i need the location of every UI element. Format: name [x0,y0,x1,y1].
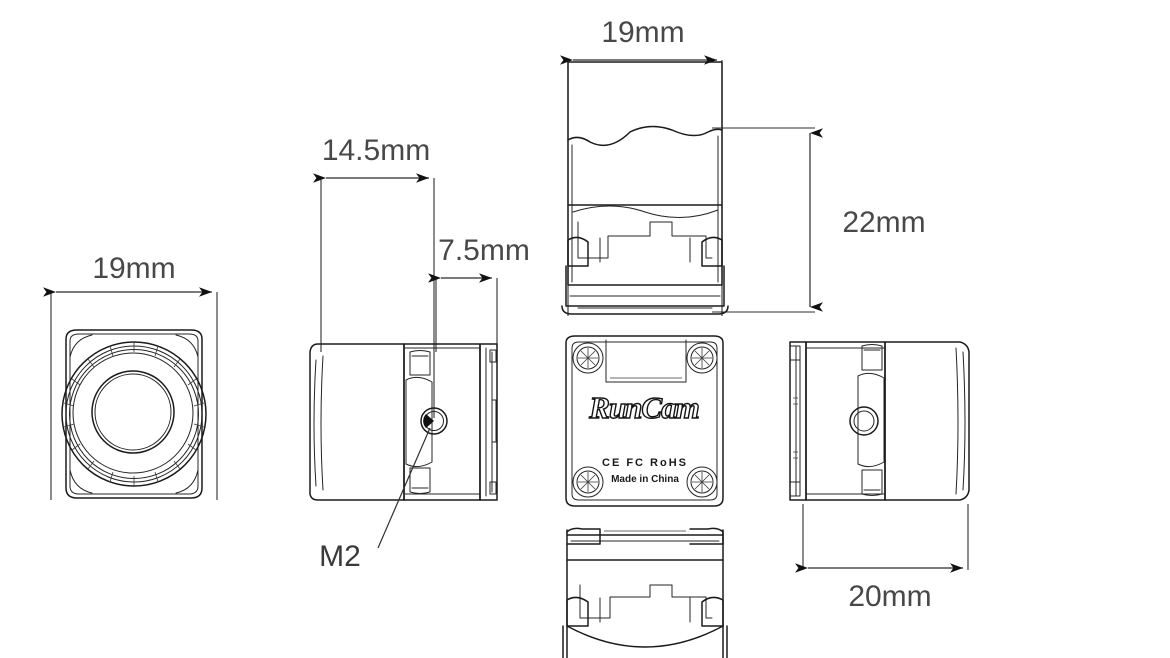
right-side-view: 20mm [789,341,970,613]
corner-screw-top-right [686,342,718,374]
corner-screw-bottom-left [572,466,604,498]
top-height-dimension: 22mm [712,127,926,313]
right-width-dimension: 20mm [795,504,969,613]
runcam-logo: RunCam [588,390,698,425]
top-width-dimension: 19mm [560,16,723,316]
top-body [561,61,729,315]
top-view: 19mm 22mm [560,16,926,316]
bezel-knurl [63,342,205,486]
corner-screw-top-left [572,342,604,374]
m2-label: M2 [319,540,361,573]
certification-marks: CE FC RoHS [602,457,688,469]
right-side-body [789,341,970,501]
bottom-view [562,527,728,658]
side-depth-label: 14.5mm [322,134,430,167]
top-height-label: 22mm [842,206,925,239]
side-offset-label: 7.5mm [438,234,530,267]
top-width-label: 19mm [601,16,684,49]
left-side-body [309,343,498,501]
side-depth-dimension: 14.5mm [313,134,435,418]
front-body [61,329,207,499]
right-width-label: 20mm [848,580,931,613]
front-view: 19mm [43,252,218,500]
left-side-view: 14.5mm 7.5mm [309,134,530,573]
rear-view: RunCam CE FC RoHS Made in China [565,335,724,507]
front-width-label: 19mm [92,252,175,285]
side-offset-dimension: 7.5mm [428,234,530,352]
m2-callout: M2 [319,427,431,573]
front-width-dimension: 19mm [43,252,218,500]
corner-screw-bottom-right [686,466,718,498]
origin-label: Made in China [611,474,679,485]
